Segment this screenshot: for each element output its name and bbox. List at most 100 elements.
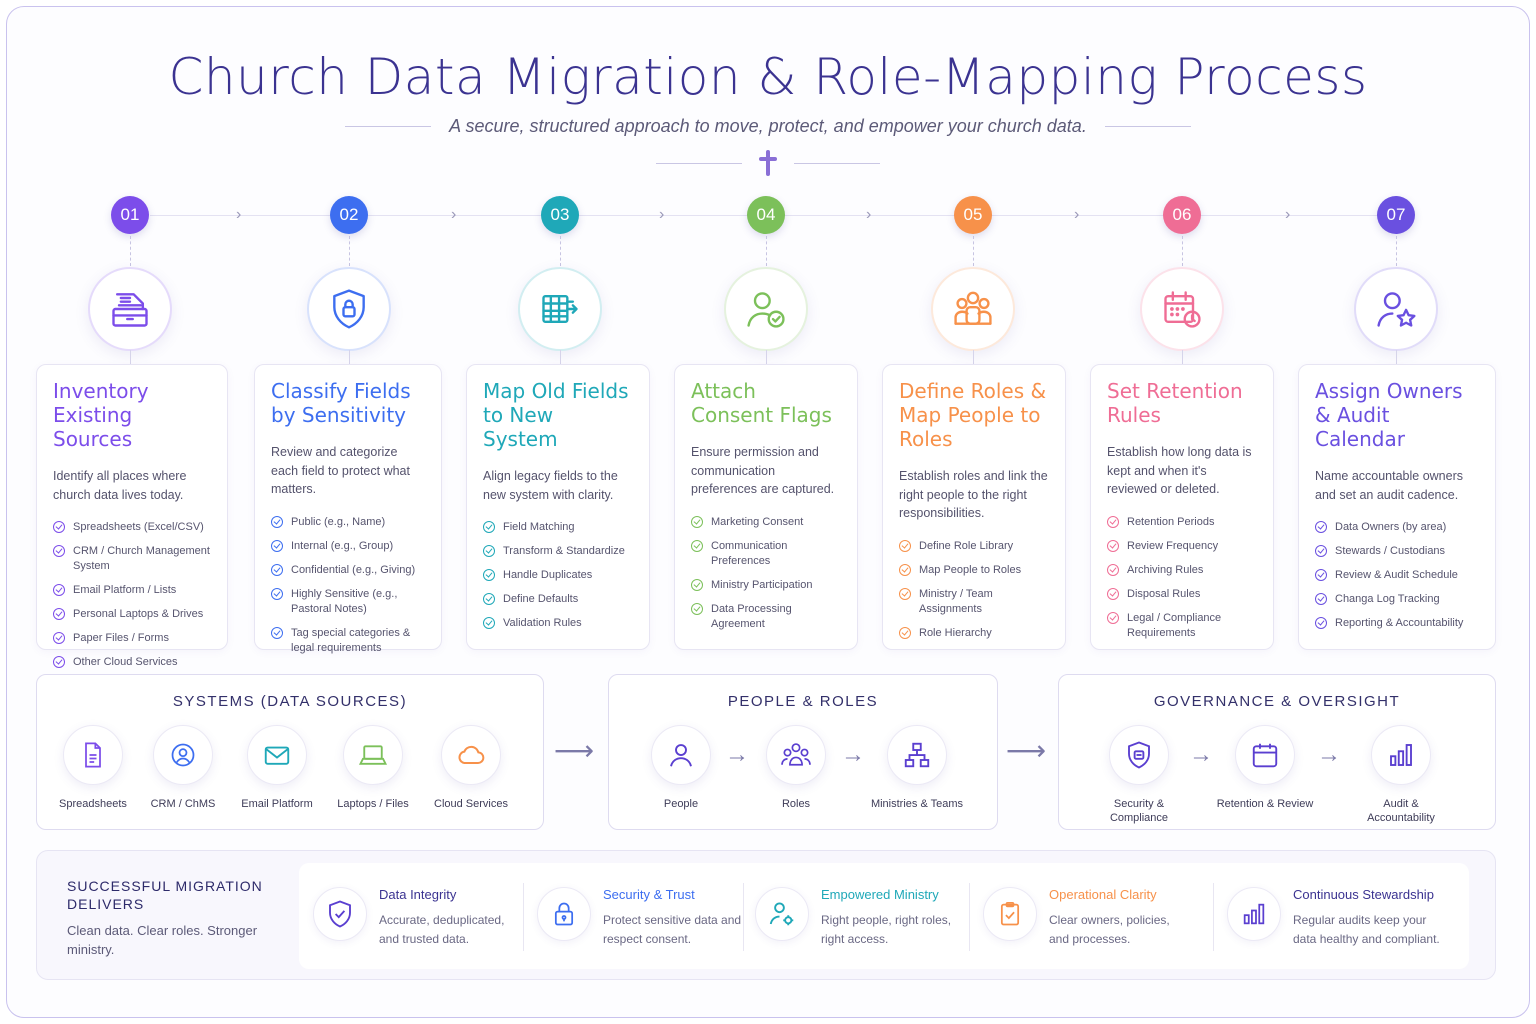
step-description: Establish how long data is kept and when…	[1107, 445, 1252, 496]
check-circle-icon	[271, 563, 283, 576]
connector-dash	[973, 236, 974, 266]
step-number-badge: 04	[747, 196, 785, 234]
check-circle-icon	[691, 539, 703, 552]
checklist-item-label: Ministry Participation	[711, 578, 813, 591]
system-laptops: Laptops / Files	[323, 725, 423, 811]
check-circle-icon	[1315, 593, 1327, 605]
checklist-item: Data Owners (by area)	[1315, 520, 1479, 535]
system-label: Cloud Services	[434, 798, 508, 810]
check-circle-icon	[271, 587, 283, 600]
connector-line	[130, 350, 131, 364]
check-circle-icon	[53, 632, 65, 644]
check-circle-icon	[53, 545, 65, 557]
check-circle-icon	[691, 578, 703, 591]
table-map-icon	[518, 267, 602, 351]
governance-title: GOVERNANCE & OVERSIGHT	[1153, 693, 1401, 710]
shield-icon	[1109, 725, 1169, 785]
step-card: Assign Owners & Audit Calendar Name acco…	[1298, 364, 1496, 650]
retention-item: Retention & Review	[1215, 725, 1315, 811]
file-cabinet-icon	[88, 267, 172, 351]
step-checklist: Spreadsheets (Excel/CSV) CRM / Church Man…	[53, 520, 211, 670]
retention-label: Retention & Review	[1216, 798, 1314, 810]
checklist-item: Ministry / Team Assignments	[899, 587, 1049, 617]
check-circle-icon	[691, 515, 703, 528]
check-circle-icon	[483, 569, 495, 581]
step-number-badge: 05	[954, 196, 992, 234]
crm-icon	[153, 725, 213, 785]
step-description: Establish roles and link the right peopl…	[899, 469, 1048, 520]
checklist-item: Marketing Consent	[691, 515, 841, 530]
check-circle-icon	[691, 602, 703, 615]
subtitle-row: A secure, structured approach to move, p…	[0, 116, 1536, 137]
roles-group-icon	[766, 725, 826, 785]
check-circle-icon	[1107, 539, 1119, 552]
check-circle-icon	[1315, 521, 1327, 533]
checklist-item-label: Data Owners (by area)	[1335, 521, 1447, 533]
step-number-badge: 01	[111, 196, 149, 234]
step-title: Inventory Existing Sources	[53, 379, 149, 451]
step-card: Set Retention Rules Establish how long d…	[1090, 364, 1274, 650]
checklist-item-label: Changa Log Tracking	[1335, 593, 1440, 605]
checklist-item: Role Hierarchy	[899, 626, 1049, 641]
connector-dash	[349, 236, 350, 266]
page-subtitle: A secure, structured approach to move, p…	[449, 116, 1087, 136]
checklist-item: Handle Duplicates	[483, 568, 633, 583]
arrow-icon: →	[1317, 741, 1341, 768]
checklist-item-label: Review & Audit Schedule	[1335, 569, 1458, 581]
benefit-data-integrity: Data Integrity Accurate, deduplicated, a…	[313, 883, 523, 953]
user-gear-icon	[755, 887, 809, 941]
checklist-item: Disposal Rules	[1107, 587, 1257, 602]
checklist-item: Retention Periods	[1107, 515, 1257, 530]
benefit-security-trust: Security & Trust Protect sensitive data …	[537, 883, 747, 953]
divider	[969, 883, 970, 951]
group-icon	[931, 267, 1015, 351]
checklist-item: Highly Sensitive (e.g., Pastoral Notes)	[271, 587, 425, 617]
check-circle-icon	[271, 626, 283, 639]
outcomes-title: SUCCESSFUL MIGRATION DELIVERS	[67, 878, 263, 912]
benefit-desc: Clear owners, policies, and processes.	[1049, 913, 1170, 946]
checklist-item: Communication Preferences	[691, 539, 841, 569]
benefit-desc: Regular audits keep your data healthy an…	[1293, 913, 1440, 946]
step-title: Assign Owners & Audit Calendar	[1315, 379, 1463, 451]
chevron-right-icon: ›	[1074, 206, 1080, 223]
step-card: Inventory Existing Sources Identify all …	[36, 364, 228, 668]
checklist-item: Review Frequency	[1107, 539, 1257, 554]
checklist-item-label: Validation Rules	[503, 617, 582, 629]
step-card: Define Roles & Map People to Roles Estab…	[882, 364, 1066, 650]
divider	[523, 883, 524, 951]
checklist-item-label: Handle Duplicates	[503, 569, 593, 581]
chevron-right-icon: ›	[236, 206, 242, 223]
checklist-item-label: Personal Laptops & Drives	[73, 608, 204, 620]
step-title: Map Old Fields to New System	[483, 379, 629, 451]
checklist-item: Changa Log Tracking	[1315, 592, 1479, 607]
cross-icon	[756, 150, 780, 176]
people-panel: PEOPLE & ROLES People → Roles → Ministri…	[608, 674, 998, 830]
checklist-item: Review & Audit Schedule	[1315, 568, 1479, 583]
connector-line	[1182, 350, 1183, 364]
checklist-item-label: Marketing Consent	[711, 515, 804, 528]
benefit-desc: Accurate, deduplicated, and trusted data…	[379, 913, 505, 946]
divider	[1213, 883, 1214, 951]
checklist-item-label: Map People to Roles	[919, 563, 1022, 576]
step-title: Classify Fields by Sensitivity	[271, 379, 411, 427]
page-title: Church Data Migration & Role-Mapping Pro…	[168, 48, 1368, 106]
people-item: People	[631, 725, 731, 811]
check-circle-icon	[483, 593, 495, 605]
step-card: Classify Fields by Sensitivity Review an…	[254, 364, 442, 654]
checklist-item: Public (e.g., Name)	[271, 515, 425, 530]
checklist-item-label: Spreadsheets (Excel/CSV)	[73, 521, 204, 533]
check-circle-icon	[53, 521, 65, 533]
connector-line	[1396, 350, 1397, 364]
people-title: PEOPLE & ROLES	[727, 693, 879, 710]
checklist-item: Define Defaults	[483, 592, 633, 607]
check-circle-icon	[1107, 563, 1119, 576]
checklist-item: CRM / Church Management System	[53, 544, 211, 574]
checklist-item-label: Legal / Compliance Requirements	[1127, 611, 1222, 639]
checklist-item: Archiving Rules	[1107, 563, 1257, 578]
step-card: Attach Consent Flags Ensure permission a…	[674, 364, 858, 650]
connector-dash	[766, 236, 767, 266]
step-checklist: Data Owners (by area)Stewards / Custodia…	[1315, 520, 1479, 631]
connector-dash	[1182, 236, 1183, 266]
